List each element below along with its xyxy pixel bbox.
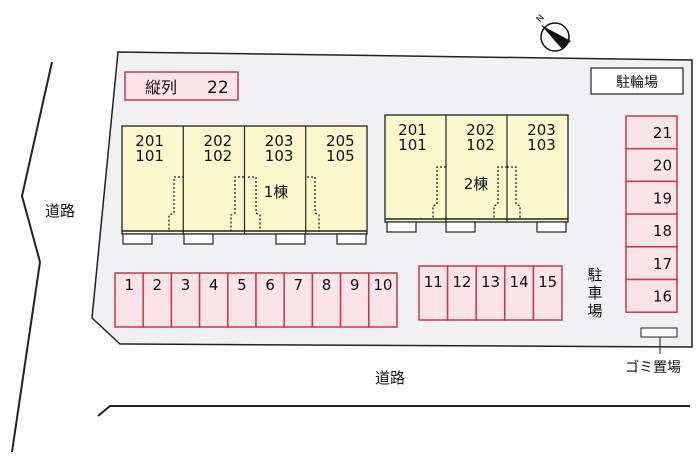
parking-number: 21: [653, 124, 672, 142]
unit-number: 102: [466, 136, 495, 154]
parking-space: 17: [625, 246, 678, 281]
parking-number: 13: [481, 273, 500, 291]
unit-number: 101: [135, 147, 164, 165]
parking-label-1: 駐: [587, 266, 602, 284]
stair-dotted-line: [168, 176, 184, 232]
entrance-box: [336, 233, 367, 245]
garbage-area: [640, 327, 678, 338]
unit-number: 202: [466, 121, 495, 139]
parking-space: 9: [339, 272, 370, 328]
parking-number: 9: [350, 276, 360, 294]
parking-number: 14: [510, 273, 529, 291]
tandem-number: 22: [207, 78, 229, 98]
parking-number: 2: [153, 276, 163, 294]
stair-dotted-line: [307, 176, 320, 232]
parking-space: 21: [625, 115, 678, 150]
parking-number: 12: [452, 273, 471, 291]
stair-dotted-line: [230, 176, 244, 232]
parking-space: 7: [283, 272, 314, 328]
parking-number: 19: [653, 189, 672, 207]
unit-number: 101: [398, 136, 427, 154]
parking-space: 12: [446, 265, 477, 321]
unit-number: 103: [265, 147, 294, 165]
parking-space: 14: [504, 265, 535, 321]
parking-space: 20: [625, 147, 678, 183]
parking-number: 17: [653, 255, 672, 273]
bottom-road-edge: [97, 405, 690, 417]
parking-space: 4: [198, 272, 229, 328]
parking-space: 2: [142, 272, 173, 328]
parking-space: 1: [114, 272, 144, 328]
stair-dotted-line: [248, 176, 261, 232]
building-outline: [384, 114, 569, 223]
entrance-box: [275, 233, 306, 245]
parking-space: 15: [532, 265, 563, 321]
parking-space: 19: [625, 180, 678, 215]
parking-label-2: 車: [587, 284, 602, 302]
unit-number: 202: [204, 132, 233, 150]
unit-number: 105: [326, 147, 355, 165]
parking-number: 20: [653, 157, 672, 175]
unit-number: 201: [398, 121, 427, 139]
parking-space: 5: [227, 272, 257, 328]
unit-number: 102: [204, 147, 233, 165]
left-road-label: 道路: [45, 202, 75, 220]
unit-number: 203: [527, 121, 556, 139]
bottom-road-label: 道路: [375, 369, 405, 387]
unit-number: 103: [527, 136, 556, 154]
parking-space: 6: [255, 272, 285, 328]
stair-dotted-line: [432, 166, 446, 219]
parking-space: 11: [418, 265, 449, 321]
parking-number: 11: [424, 273, 443, 291]
entrance-box: [536, 221, 567, 233]
building-name: 1棟: [264, 183, 289, 201]
parking-number: 6: [265, 276, 275, 294]
bicycle-parking: [590, 67, 684, 95]
stair-dotted-line: [507, 166, 521, 219]
parking-label-3: 場: [587, 302, 602, 320]
tandem-parking-22: [124, 71, 239, 101]
parking-number: 18: [653, 222, 672, 240]
stair-dotted-line: [493, 166, 507, 219]
bicycle-parking-label: 駐輪場: [616, 74, 658, 91]
parking-space: 10: [368, 272, 398, 328]
left-road-edge: [11, 61, 53, 453]
parking-space: 18: [625, 213, 678, 248]
garbage-label: ゴミ置場: [625, 359, 681, 376]
parking-number: 10: [373, 276, 392, 294]
tandem-label: 縦列: [145, 78, 177, 97]
unit-number: 201: [135, 132, 164, 150]
parking-space: 3: [170, 272, 201, 328]
svg-text:N: N: [535, 13, 547, 25]
entrance-box: [386, 221, 417, 233]
entrance-box: [445, 221, 476, 233]
building-name: 2棟: [464, 175, 489, 193]
parking-number: 8: [322, 276, 332, 294]
unit-number: 205: [326, 132, 355, 150]
parking-space: 16: [625, 278, 678, 313]
parking-number: 4: [209, 276, 219, 294]
unit-number: 203: [265, 132, 294, 150]
parking-space: 8: [311, 272, 342, 328]
parking-number: 1: [124, 276, 134, 294]
parking-number: 5: [237, 276, 247, 294]
parking-number: 15: [538, 273, 557, 291]
north-compass-icon: N: [535, 13, 571, 52]
entrance-box: [122, 233, 153, 245]
parking-number: 3: [181, 276, 191, 294]
parking-number: 16: [653, 288, 672, 306]
parking-space: 13: [475, 265, 506, 321]
entrance-box: [183, 233, 214, 245]
parking-number: 7: [294, 276, 304, 294]
